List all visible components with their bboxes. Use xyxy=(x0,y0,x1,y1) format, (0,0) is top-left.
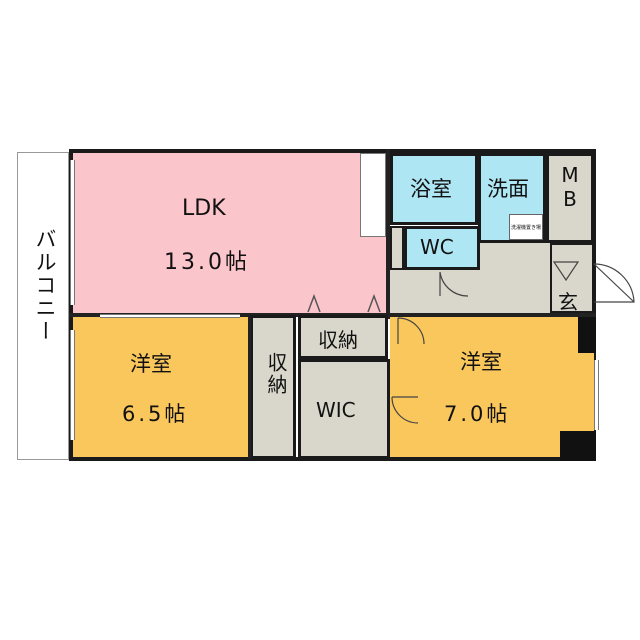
balcony-label: バルコニー xyxy=(33,228,57,343)
storage-center-label: 収納 xyxy=(318,328,358,352)
entrance-door-swing xyxy=(552,261,635,303)
bedroom-right-size: 7.0帖 xyxy=(444,402,511,426)
wic-door-swing xyxy=(391,396,419,424)
kitchen-counter xyxy=(360,153,386,237)
outer-wall xyxy=(69,149,596,461)
washer-note: 洗濯機置き場 xyxy=(511,225,542,231)
entrance-label: 玄 xyxy=(558,290,578,314)
storage-center xyxy=(298,315,388,359)
window xyxy=(100,314,240,318)
column xyxy=(578,317,596,353)
storage-left xyxy=(250,315,296,459)
storage-left-label: 収納 xyxy=(264,352,288,396)
balcony xyxy=(17,152,69,460)
bedroom-left-size: 6.5帖 xyxy=(122,402,189,426)
column xyxy=(560,431,596,461)
ldk-door-arcs xyxy=(307,293,381,313)
mb-label: MB xyxy=(558,163,582,211)
ldk-size: 13.0帖 xyxy=(164,250,250,275)
bedroom-right-label: 洋室 xyxy=(460,350,502,374)
bath-label: 浴室 xyxy=(410,177,452,201)
ldk-label: LDK xyxy=(182,196,226,221)
window xyxy=(594,360,599,430)
window xyxy=(70,160,75,305)
wall xyxy=(248,317,251,459)
window xyxy=(70,330,75,440)
bedroom-right-door-swing xyxy=(397,317,425,345)
wall xyxy=(386,149,390,319)
ldk-room xyxy=(73,153,388,315)
mb-space xyxy=(546,153,594,243)
wic-room xyxy=(298,359,390,459)
wc-side-pillar xyxy=(390,226,404,270)
wic-label: WIC xyxy=(316,398,356,422)
bedroom-left-label: 洋室 xyxy=(130,352,172,376)
bath-room xyxy=(390,153,478,225)
washroom-label: 洗面 xyxy=(487,177,529,201)
bedroom-left xyxy=(73,317,249,457)
washer-space xyxy=(509,214,543,240)
wc-label: WC xyxy=(420,235,454,259)
wc-door-swing xyxy=(439,271,469,297)
wc-room xyxy=(404,226,480,270)
entrance xyxy=(550,243,594,313)
